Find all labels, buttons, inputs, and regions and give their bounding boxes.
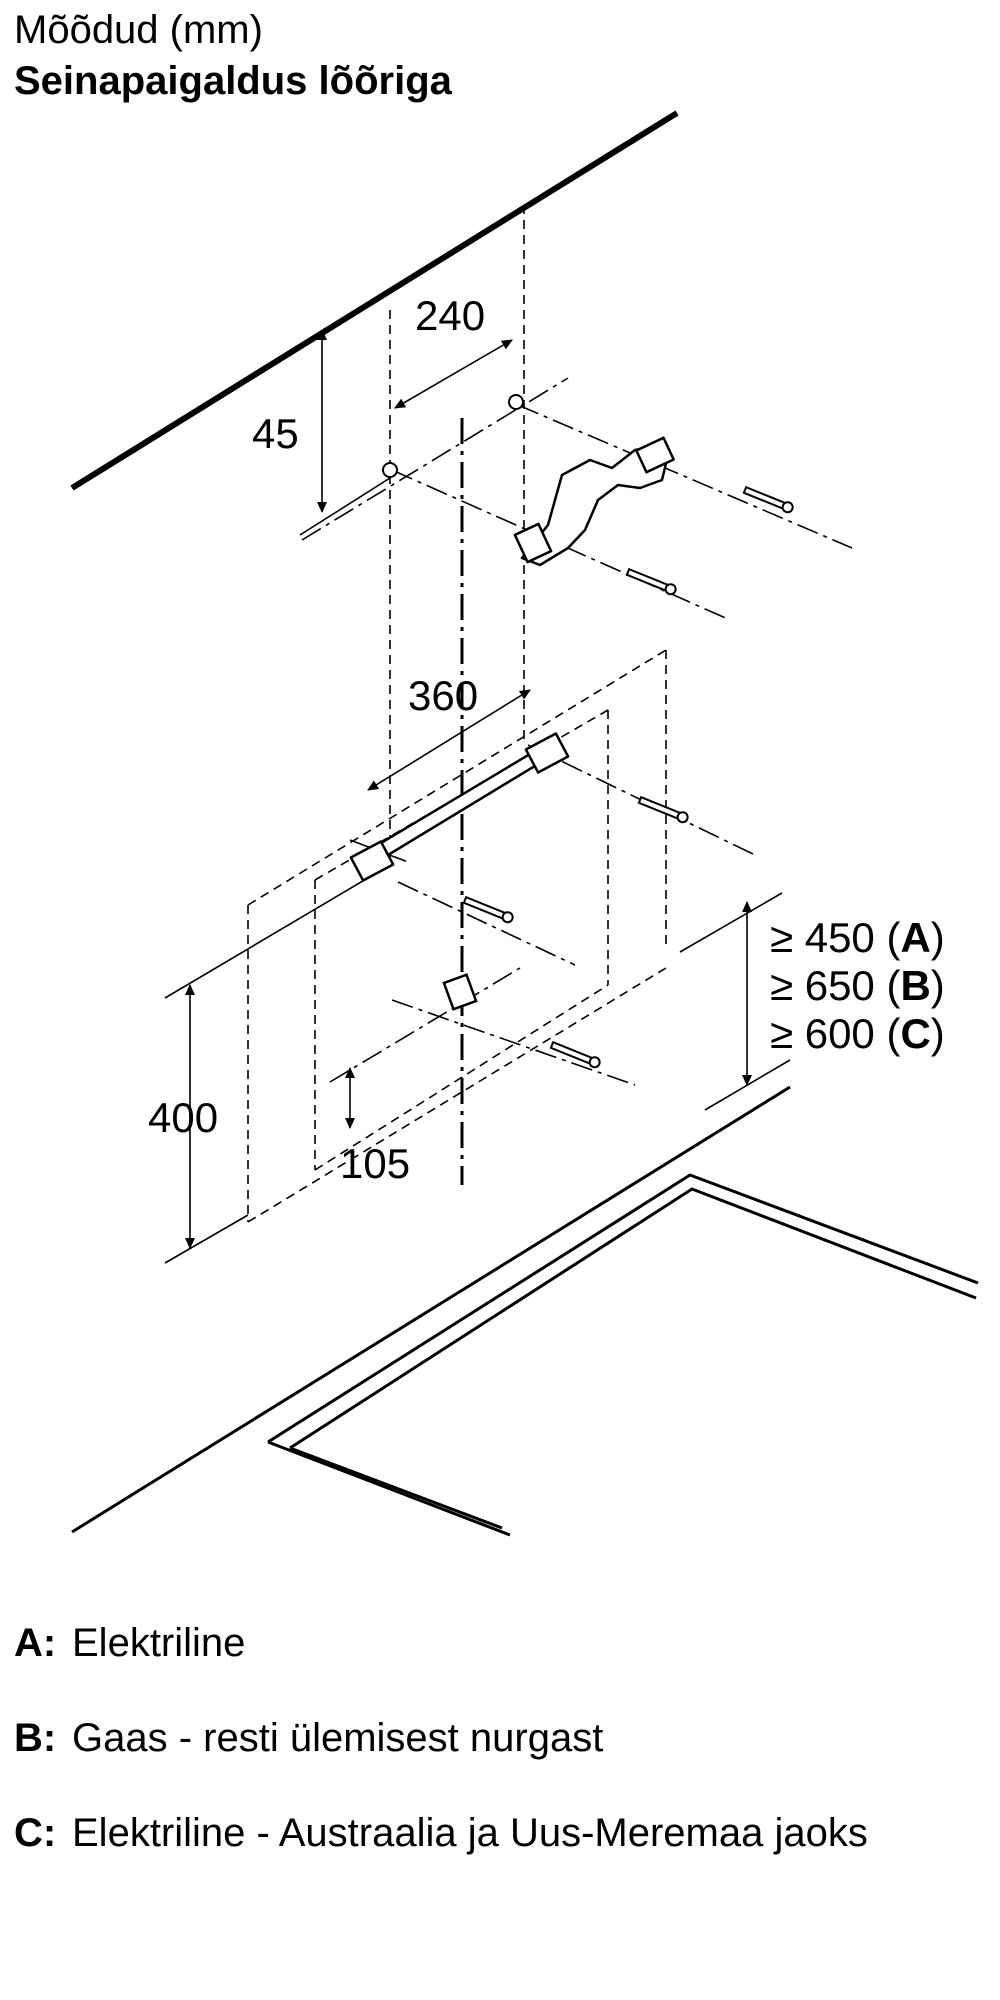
dimension-360-label: 360 — [408, 672, 478, 719]
legend-key: B: — [14, 1716, 57, 1760]
safety-hook — [442, 973, 478, 1011]
legend-text: Gaas - resti ülemisest nurgast — [72, 1716, 604, 1760]
ceiling-line — [70, 110, 679, 491]
upper-bracket — [513, 436, 675, 567]
legend-text: Elektriline - Austraalia ja Uus-Meremaa … — [72, 1811, 868, 1855]
extension-lines — [164, 871, 791, 1264]
dimension-400: 400 — [148, 984, 218, 1249]
hob-outline — [71, 1085, 979, 1537]
screws — [462, 485, 794, 1069]
legend-text: Elektriline — [72, 1621, 246, 1665]
legend-key: A: — [14, 1621, 57, 1665]
dimension-clearance: ≥ 450 (A) ≥ 650 (B) ≥ 600 (C) — [742, 901, 945, 1086]
dimension-105: 105 — [340, 1067, 410, 1187]
dimension-400-label: 400 — [148, 1094, 218, 1141]
dimension-45-label: 45 — [252, 410, 299, 457]
dimension-360: 360 — [367, 672, 531, 791]
dimension-105-label: 105 — [340, 1140, 410, 1187]
page-subtitle: Seinapaigaldus lõõriga — [14, 59, 452, 103]
page-title: Mõõdud (mm) — [14, 8, 263, 52]
dimension-45: 45 — [252, 329, 391, 536]
middle-bracket — [349, 732, 570, 882]
legend-key: C: — [14, 1811, 57, 1855]
clearance-c-label: ≥ 600 (C) — [770, 1010, 945, 1057]
clearance-b-label: ≥ 650 (B) — [770, 962, 945, 1009]
clearance-a-label: ≥ 450 (A) — [770, 914, 945, 961]
dimension-240-label: 240 — [415, 292, 485, 339]
installation-diagram: 240 45 360 400 105 ≥ 450 (A) ≥ 650 (B) ≥… — [70, 110, 979, 1537]
drill-holes — [382, 394, 524, 478]
dimension-240: 240 — [394, 292, 513, 409]
